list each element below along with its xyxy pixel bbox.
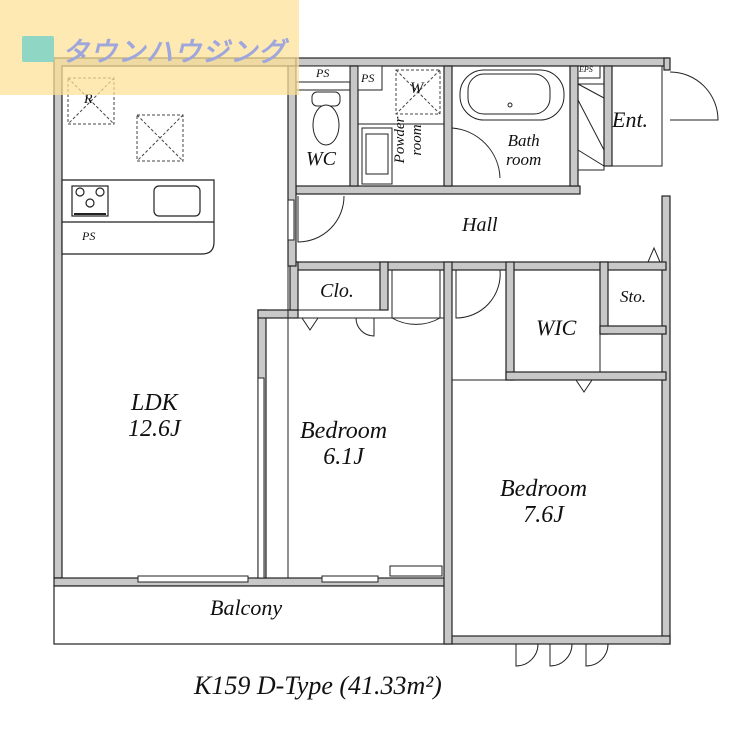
room-balcony-label: Balcony xyxy=(210,595,283,620)
fixture-fridge-label: R xyxy=(84,92,93,107)
room-ldk-size: 12.6J xyxy=(128,416,181,443)
room-bedroom2-label: Bedroom 7.6J xyxy=(500,476,587,529)
room-closet-label: Clo. xyxy=(320,280,354,302)
room-bedroom2-name: Bedroom xyxy=(500,476,588,502)
room-powder-label: Powder room xyxy=(392,116,425,164)
room-bath-label: Bath room xyxy=(506,131,542,169)
room-bedroom1-size: 6.1J xyxy=(323,444,364,471)
fixture-eps-label: EPS xyxy=(579,65,593,74)
room-entrance-label: Ent. xyxy=(612,107,649,132)
brand-logo-text: タウンハウジング xyxy=(62,37,286,68)
room-bath-line2: room xyxy=(506,149,542,169)
room-bath-line1: Bath xyxy=(507,131,540,150)
fixture-ps-label: PS xyxy=(316,66,330,80)
room-wic-label: WIC xyxy=(536,315,577,340)
fixture-washer-label: W xyxy=(410,80,424,97)
room-storage-label: Sto. xyxy=(620,287,646,306)
room-bedroom2-size: 7.6J xyxy=(523,502,564,529)
logo-tree-icon xyxy=(22,36,54,62)
balcony-outline xyxy=(53,585,447,645)
room-wc-label: WC xyxy=(306,148,336,170)
room-bedroom1-label: Bedroom 6.1J xyxy=(300,418,387,471)
room-ldk-name: LDK xyxy=(130,390,178,416)
fixture-ps-label: PS xyxy=(361,71,375,85)
room-bedroom1-name: Bedroom xyxy=(300,418,388,444)
fixture-ps-label: PS xyxy=(82,229,96,243)
room-hall-label: Hall xyxy=(462,214,498,236)
room-ldk-label: LDK 12.6J xyxy=(128,390,181,443)
plan-caption: K159 D-Type (41.33m²) xyxy=(194,671,442,700)
